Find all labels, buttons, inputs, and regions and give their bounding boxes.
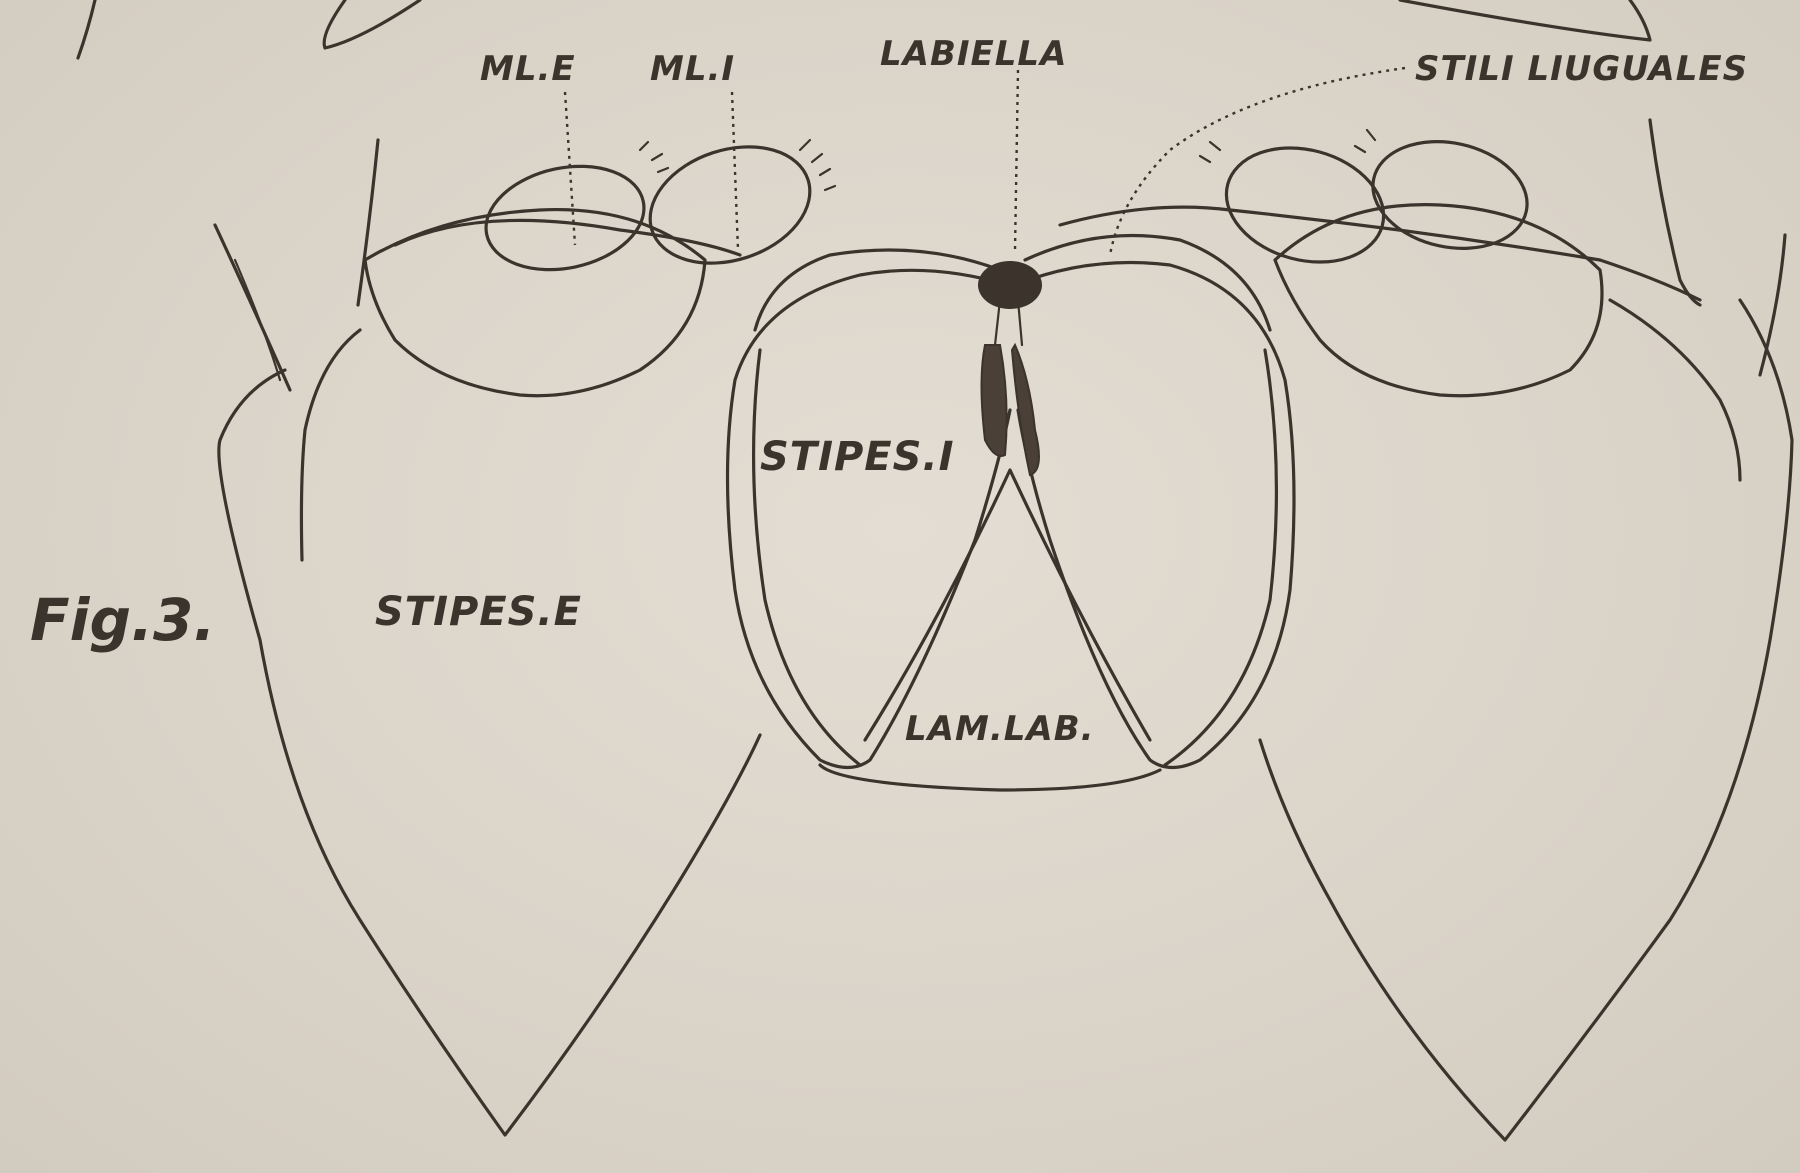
stili-leader (1110, 68, 1405, 255)
label-ml-e: ML.E (480, 49, 576, 89)
stipes-externus-right-outline (1260, 300, 1792, 1140)
labiella-leader (1015, 70, 1018, 250)
right-outer-lobe (1213, 131, 1396, 279)
top-arc-left (324, 0, 420, 48)
labiella-stem-right (1012, 345, 1039, 475)
left-spine-outer (215, 225, 290, 390)
lamina-labialis-outline (820, 765, 1160, 790)
stipes-externus-right-inner (1610, 300, 1740, 480)
label-stipes-e: STIPES.E (375, 589, 582, 635)
label-labiella: LABIELLA (880, 34, 1067, 74)
label-lam-lab: LAM.LAB. (905, 709, 1095, 749)
figure-label: Fig.3. (30, 586, 215, 654)
stipes-internus-left-fold (754, 350, 860, 765)
right-lobe-base (1275, 205, 1602, 396)
stipes-internus-left-outline (728, 270, 1011, 767)
labiella-body (978, 261, 1042, 309)
ml-i-lobe (635, 127, 825, 282)
stipes-internus-right-fold (1165, 350, 1276, 765)
right-spine-far (1760, 235, 1785, 375)
stipes-internus-left-inner (755, 250, 1000, 330)
stipes-internus-right-outline (1015, 263, 1294, 768)
lamina-labialis-top (865, 470, 1150, 740)
top-arc-right (1400, 0, 1650, 40)
right-inner-lobe (1363, 128, 1537, 262)
stipes-externus-left-inner (301, 330, 360, 560)
right-setae (1200, 130, 1375, 162)
stipes-internus-right-inner (1025, 236, 1270, 331)
right-connector (1060, 207, 1700, 300)
ml-e-setae (640, 142, 668, 172)
ml-i-setae (800, 140, 835, 190)
stipes-externus-left-outline (219, 370, 760, 1135)
right-spine-outer (1650, 120, 1700, 305)
top-left-stroke (78, 0, 95, 58)
label-stili-linguales: STILI LIUGUALES (1415, 49, 1748, 89)
label-ml-i: ML.I (650, 49, 735, 89)
labiella-stem-left (982, 345, 1007, 456)
ml-i-leader (732, 92, 738, 250)
label-stipes-i: STIPES.I (760, 434, 955, 480)
